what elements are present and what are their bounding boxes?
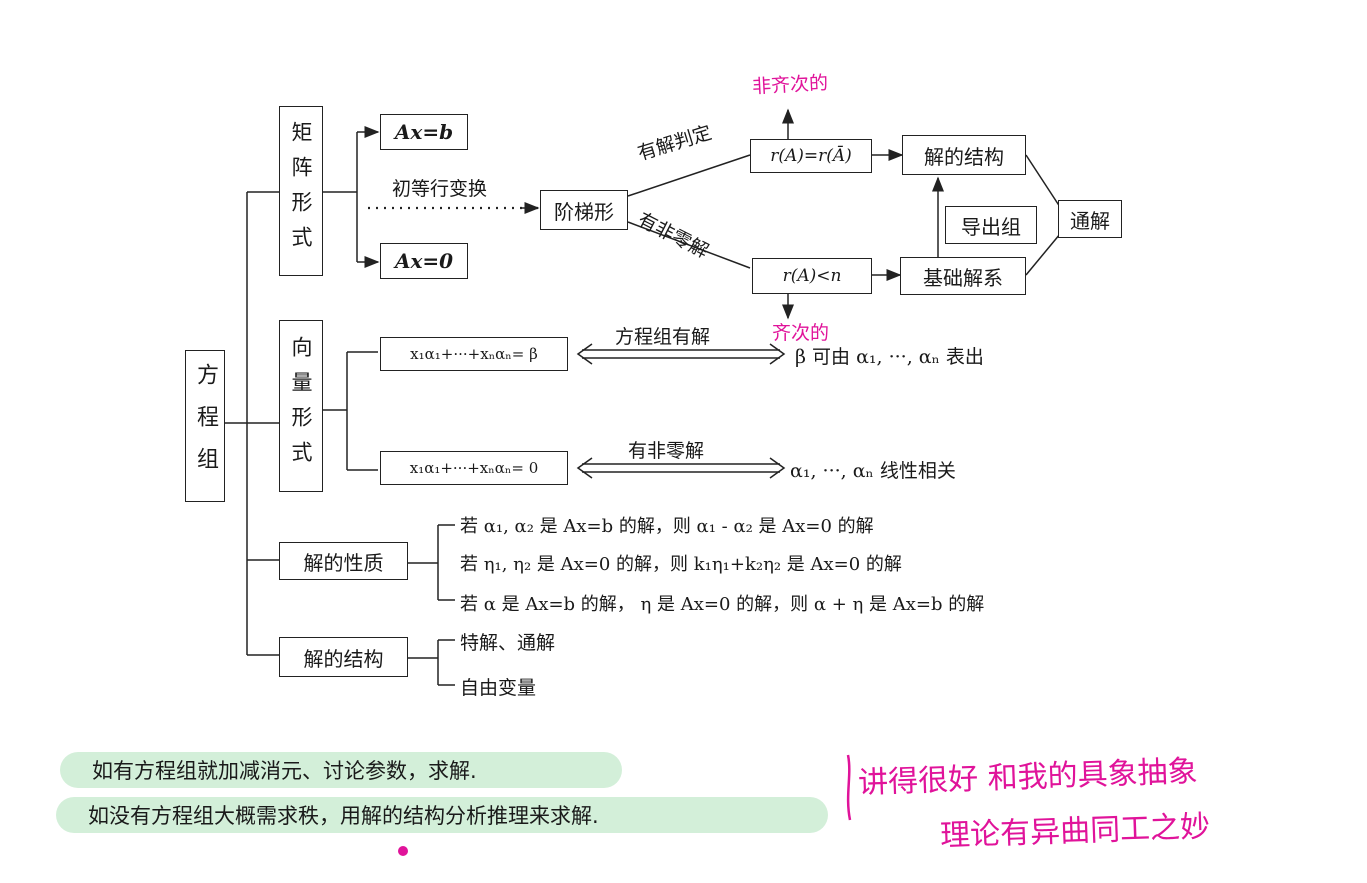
basic-solution-system-label: 基础解系 — [923, 265, 1003, 290]
box-axb: Ax=b — [380, 114, 468, 150]
branch-properties: 解的性质 — [279, 542, 408, 580]
solution-structure-label: 解的结构 — [924, 144, 1004, 169]
derived-system-label: 导出组 — [961, 214, 1021, 239]
box-derived-system: 导出组 — [945, 206, 1037, 244]
branch-vector-label: 向量形式 — [289, 336, 313, 476]
label-beta-representable: β 可由 α₁, ···, αₙ 表出 — [795, 346, 984, 368]
box-eq-beta: x₁α₁+···+xₙαₙ= β — [380, 337, 568, 371]
box-echelon: 阶梯形 — [540, 190, 628, 230]
box-eq-zero: x₁α₁+···+xₙαₙ= 0 — [380, 451, 568, 485]
box-rank-equal: r(A)=r(Ā) — [750, 139, 872, 173]
echelon-label: 阶梯形 — [554, 199, 614, 224]
label-nonzero-solution: 有非零解 — [628, 440, 705, 462]
box-rank-less: r(A)<n — [752, 258, 872, 294]
label-linearly-dependent: α₁, ···, αₙ 线性相关 — [790, 460, 956, 482]
branch-matrix-label: 矩阵形式 — [289, 121, 313, 261]
box-general-solution: 通解 — [1058, 200, 1122, 238]
highlight-text: 如有方程组就加减消元、讨论参数，求解. — [92, 759, 477, 783]
axb-label: Ax=b — [394, 120, 454, 144]
rank-less-label: r(A)<n — [782, 266, 842, 286]
root-label: 方程组 — [193, 363, 218, 489]
eq-zero-label: x₁α₁+···+xₙαₙ= 0 — [409, 459, 539, 477]
branch-structure: 解的结构 — [279, 637, 408, 677]
label-system-solvable: 方程组有解 — [615, 326, 711, 348]
handwritten-note-top: 非齐次的 — [751, 72, 829, 98]
highlight-note: 如没有方程组大概需求秩，用解的结构分析推理来求解. — [56, 797, 828, 833]
handwritten-comment-line2: 理论有异曲同工之妙 — [939, 809, 1211, 854]
highlight-note: 如有方程组就加减消元、讨论参数，求解. — [60, 752, 622, 788]
branch-vector-form: 向量形式 — [279, 320, 323, 492]
handwritten-note-bottom: 齐次的 — [772, 322, 830, 344]
branch-structure-label: 解的结构 — [303, 646, 384, 671]
highlight-text: 如没有方程组大概需求秩，用解的结构分析推理来求解. — [88, 804, 599, 828]
branch-properties-label: 解的性质 — [303, 550, 384, 575]
box-basic-solution-system: 基础解系 — [900, 257, 1026, 295]
structure-item: 自由变量 — [460, 677, 537, 699]
box-solution-structure: 解的结构 — [902, 135, 1026, 175]
ax0-label: Ax=0 — [394, 249, 454, 273]
structure-item: 特解、通解 — [460, 632, 556, 654]
root-equation-system: 方程组 — [185, 350, 225, 502]
property-item: 若 α 是 Ax=b 的解， η 是 Ax=0 的解，则 α + η 是 Ax=… — [460, 594, 985, 615]
box-ax0: Ax=0 — [380, 243, 468, 279]
property-item: 若 η₁, η₂ 是 Ax=0 的解，则 k₁η₁+k₂η₂ 是 Ax=0 的解 — [460, 554, 902, 575]
eq-beta-label: x₁α₁+···+xₙαₙ= β — [410, 345, 538, 363]
general-solution-label: 通解 — [1070, 208, 1110, 233]
branch-matrix-form: 矩阵形式 — [279, 106, 323, 276]
label-row-transform: 初等行变换 — [392, 178, 488, 200]
rank-equal-label: r(A)=r(Ā) — [770, 146, 852, 166]
property-item: 若 α₁, α₂ 是 Ax=b 的解，则 α₁ - α₂ 是 Ax=0 的解 — [460, 516, 874, 537]
